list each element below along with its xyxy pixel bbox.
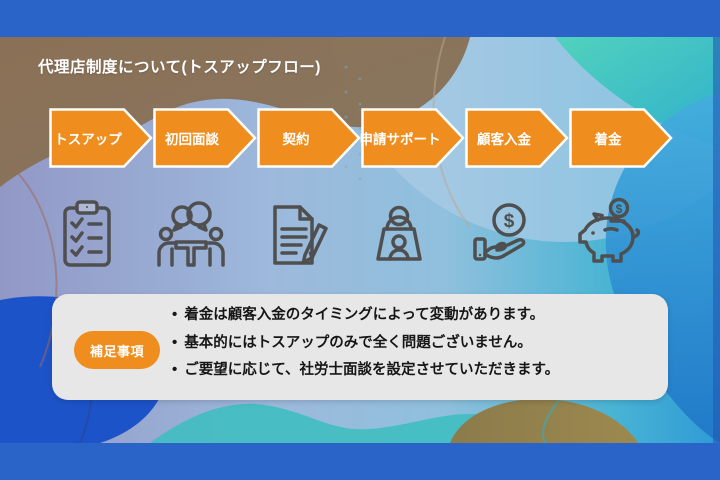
flow-step-label: 顧客入金 bbox=[477, 132, 531, 147]
arrow-shape-icon bbox=[465, 108, 569, 168]
arrow-shape-icon bbox=[361, 108, 465, 168]
note-bullet-item: ご要望に応じて、社労士面談を設定させていただきます。 bbox=[172, 358, 660, 386]
flow-step-first-meeting: 初回面談 bbox=[153, 108, 257, 358]
flow-step-label: トスアップ bbox=[54, 132, 122, 147]
clipboard-checklist-icon bbox=[47, 195, 127, 275]
flow-arrow: 顧客入金 bbox=[465, 108, 569, 168]
page-title: 代理店制度について(トスアップフロー) bbox=[38, 59, 321, 76]
arrow-shape-icon bbox=[49, 108, 153, 168]
note-bullet-list: 着金は顧客入金のタイミングによって変動があります。 基本的にはトスアップのみで全… bbox=[172, 303, 660, 386]
note-badge: 補足事項 bbox=[74, 331, 160, 369]
flow-step-application-support: 申請サポート bbox=[359, 108, 465, 358]
flow-arrow: 契約 bbox=[257, 108, 361, 168]
presentation-support-icon bbox=[359, 195, 439, 275]
flow-arrow: 初回面談 bbox=[153, 108, 257, 168]
flow-step-label: 契約 bbox=[282, 132, 310, 147]
arrow-shape-icon bbox=[569, 108, 673, 168]
meeting-icon bbox=[151, 195, 231, 275]
note-panel: 補足事項 着金は顧客入金のタイミングによって変動があります。 基本的にはトスアッ… bbox=[52, 294, 668, 400]
flow-step-contract: 契約 bbox=[257, 108, 361, 358]
flow-arrow: トスアップ bbox=[49, 108, 153, 168]
note-bullet-item: 基本的にはトスアップのみで全く問題ございません。 bbox=[172, 331, 660, 359]
note-bullet-item: 着金は顧客入金のタイミングによって変動があります。 bbox=[172, 303, 660, 331]
contract-document-icon bbox=[255, 195, 335, 275]
piggy-bank-icon: $ bbox=[567, 195, 647, 275]
flow-arrow: 着金 bbox=[569, 108, 673, 168]
flow-step-funds-received: 着金 $ bbox=[569, 108, 673, 358]
arrow-shape-icon bbox=[257, 108, 361, 168]
hand-coin-icon: $ bbox=[463, 195, 543, 275]
flow-step-tossup: トスアップ bbox=[49, 108, 153, 358]
flow-arrow: 申請サポート bbox=[359, 108, 465, 168]
flow-step-label: 申請サポート bbox=[359, 132, 441, 147]
svg-text:$: $ bbox=[616, 202, 623, 216]
slide-canvas: 代理店制度について(トスアップフロー) トスアップ bbox=[0, 37, 720, 443]
flow-step-label: 初回面談 bbox=[165, 132, 219, 147]
arrow-shape-icon bbox=[153, 108, 257, 168]
flow-step-customer-payment: 顧客入金 $ bbox=[465, 108, 569, 358]
svg-text:$: $ bbox=[504, 211, 515, 232]
flow-step-label: 着金 bbox=[594, 132, 622, 147]
